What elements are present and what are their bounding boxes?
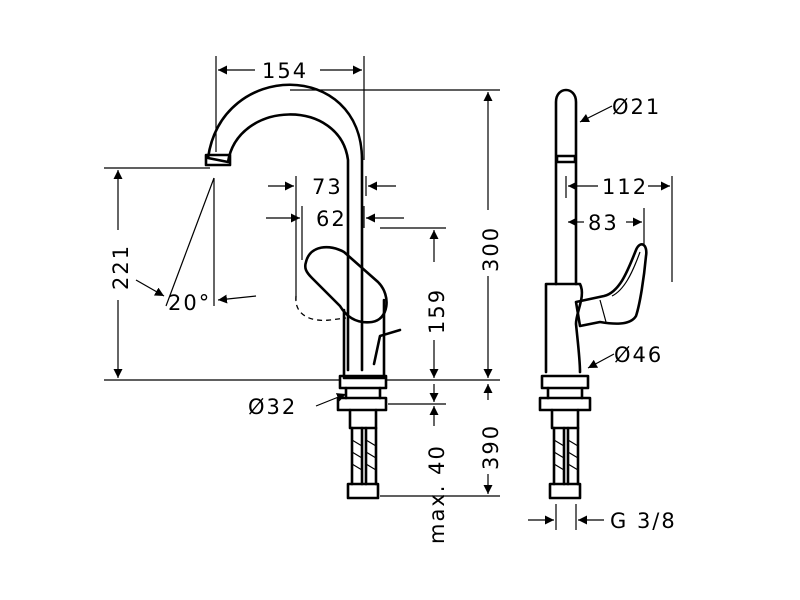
front-popup-rod xyxy=(372,328,402,366)
side-hose-left xyxy=(552,426,566,486)
dim-label-46: Ø46 xyxy=(614,343,663,367)
dim-label-112: 112 xyxy=(602,175,648,199)
front-hose-braid xyxy=(351,439,377,471)
dim-label-154: 154 xyxy=(262,59,308,83)
side-spout xyxy=(554,88,578,286)
front-stud xyxy=(348,408,378,430)
dim-label-32: Ø32 xyxy=(248,395,297,419)
front-base-ring-2 xyxy=(336,396,388,412)
dim-label-300: 300 xyxy=(479,226,503,272)
side-spout-outlet xyxy=(555,154,577,164)
front-view: 154 221 20° 73 62 159 300 xyxy=(104,56,503,544)
dim-leader-32 xyxy=(315,393,347,407)
front-hose-right xyxy=(364,426,378,486)
front-shank xyxy=(344,386,382,400)
front-spout-tip xyxy=(204,153,232,167)
dim-label-221: 221 xyxy=(109,244,133,290)
dim-label-159: 159 xyxy=(425,288,449,334)
dim-leader-21 xyxy=(579,105,613,123)
dim-label-83: 83 xyxy=(588,211,619,235)
side-hose-right xyxy=(566,426,580,486)
side-view: Ø21 112 83 Ø46 G 3/8 xyxy=(528,88,677,533)
dim-label-40: max. 40 xyxy=(425,444,449,544)
front-hose-nut xyxy=(346,482,380,500)
side-hose-braid xyxy=(553,439,579,471)
dim-line-angle-right xyxy=(217,294,257,304)
front-spout xyxy=(206,83,364,372)
dim-label-angle: 20° xyxy=(168,291,211,315)
side-lever-inner xyxy=(599,251,641,323)
front-body xyxy=(342,298,386,380)
side-hose-nut xyxy=(548,482,582,500)
side-shank xyxy=(546,386,584,400)
side-stud xyxy=(550,408,580,430)
side-body xyxy=(544,282,584,374)
front-hose-left xyxy=(350,426,364,486)
dim-label-g38: G 3/8 xyxy=(610,509,677,533)
side-base-ring-2 xyxy=(538,396,592,412)
dim-label-390: 390 xyxy=(479,424,503,470)
front-lever xyxy=(303,245,388,324)
dim-leader-46 xyxy=(587,353,615,369)
dim-label-73: 73 xyxy=(312,175,343,199)
front-lever-alt xyxy=(295,295,347,322)
dim-label-21: Ø21 xyxy=(612,95,661,119)
dim-label-62: 62 xyxy=(316,207,347,231)
side-lever xyxy=(574,243,648,328)
dim-line-angle-left xyxy=(135,279,165,297)
front-base-ring-1 xyxy=(338,374,388,390)
side-base-ring-1 xyxy=(540,374,590,390)
